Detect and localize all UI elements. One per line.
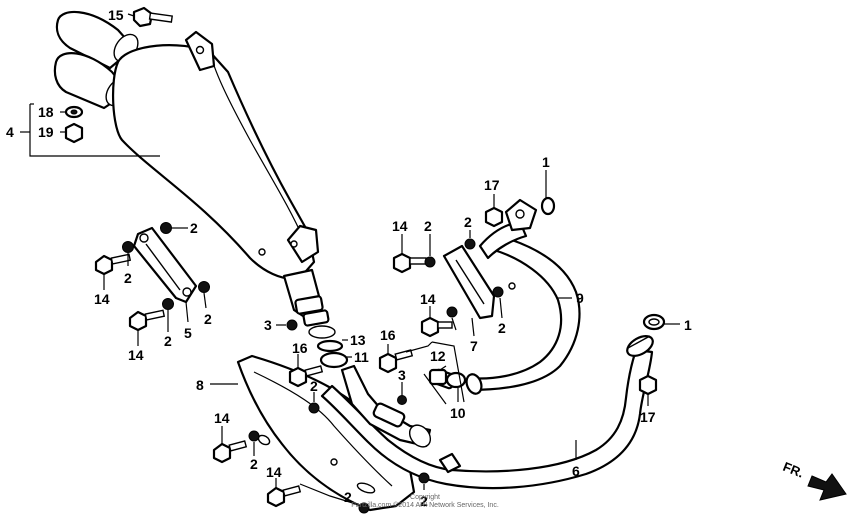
callout-14: 14 (266, 464, 282, 480)
washer-2-g[interactable] (358, 502, 370, 514)
callout-15: 15 (108, 7, 124, 23)
arrow-icon (807, 473, 847, 501)
callout-5: 5 (184, 325, 192, 341)
callout-14: 14 (94, 291, 110, 307)
washer-2-h[interactable] (418, 472, 430, 484)
callout-2: 2 (204, 311, 212, 327)
callout-17: 17 (640, 409, 656, 425)
callout-8: 8 (196, 377, 204, 393)
callout-14: 14 (128, 347, 144, 363)
callout-11: 11 (354, 349, 369, 365)
callout-18: 18 (38, 104, 54, 120)
callout-12: 12 (430, 348, 446, 364)
bolt-16-a[interactable] (288, 365, 324, 388)
leader-lines (20, 13, 680, 505)
callout-2: 2 (250, 456, 258, 472)
callout-2: 2 (310, 378, 318, 394)
front-label: FR. (781, 459, 806, 481)
gasket-13[interactable] (316, 339, 344, 353)
exhaust-pipe-rear[interactable] (431, 198, 581, 396)
callout-19: 19 (38, 124, 54, 140)
heat-shield[interactable] (236, 354, 416, 512)
gasket-1-b[interactable] (642, 313, 666, 331)
callout-16: 16 (380, 327, 396, 343)
copyright-line-1: Copyright (410, 494, 440, 501)
callout-9: 9 (576, 290, 584, 306)
nut-2-e[interactable] (308, 402, 320, 414)
callout-6: 6 (572, 463, 580, 479)
bolt-14-b[interactable] (128, 309, 166, 332)
callout-1: 1 (542, 154, 550, 170)
washer-2-l[interactable] (446, 306, 458, 318)
collar-12[interactable] (428, 368, 448, 386)
joint-collar-10[interactable] (445, 371, 467, 389)
pipe-bracket[interactable] (442, 244, 496, 320)
bolt-14-a[interactable] (94, 253, 132, 276)
callout-16: 16 (292, 340, 308, 356)
copyright-line-2: Partzilla.com ©2014 ARI Network Services… (351, 502, 499, 509)
bolt-15[interactable] (132, 6, 173, 28)
clip-3-b[interactable] (397, 395, 407, 405)
callout-14: 14 (420, 291, 436, 307)
bolt-16-b[interactable] (378, 349, 414, 374)
callout-2: 2 (164, 333, 172, 349)
copyright-notice: Copyright Partzilla.com ©2014 ARI Networ… (330, 494, 520, 510)
muffler[interactable] (53, 10, 336, 339)
washer-2-j[interactable] (464, 238, 476, 250)
washer-2-f[interactable] (248, 430, 260, 442)
callout-2: 2 (420, 493, 428, 509)
joint-collar-11[interactable] (319, 351, 349, 369)
callout-17: 17 (484, 177, 500, 193)
callout-2: 2 (344, 489, 352, 505)
washer-18[interactable] (64, 105, 84, 119)
callout-1: 1 (684, 317, 692, 333)
bolt-14-d[interactable] (266, 485, 302, 508)
callout-7: 7 (470, 338, 478, 354)
bolt-14-e[interactable] (392, 252, 427, 274)
callout-3: 3 (398, 367, 406, 383)
callout-2: 2 (190, 220, 198, 236)
joint-pipe[interactable] (340, 364, 435, 451)
nut-19[interactable] (64, 122, 84, 144)
gasket-1-a[interactable] (540, 196, 556, 216)
washer-2-d[interactable] (162, 298, 174, 310)
nut-17-a[interactable] (484, 206, 504, 228)
clip-3-a[interactable] (286, 319, 298, 331)
front-direction-arrow: FR. (781, 459, 847, 501)
washer-2-c[interactable] (198, 281, 210, 293)
callout-14: 14 (392, 218, 408, 234)
exhaust-pipe-front[interactable] (320, 332, 656, 490)
callout-10: 10 (450, 405, 466, 421)
callout-3: 3 (264, 317, 272, 333)
callout-14: 14 (214, 410, 230, 426)
muffler-stay[interactable] (132, 226, 198, 304)
bolt-14-f[interactable] (420, 316, 453, 338)
callout-4: 4 (6, 124, 14, 140)
bolt-14-c[interactable] (212, 440, 248, 464)
callout-2: 2 (464, 214, 472, 230)
washer-2-i[interactable] (424, 256, 436, 268)
washer-2-b[interactable] (122, 241, 134, 253)
nut-2-a[interactable] (160, 222, 172, 234)
nut-17-b[interactable] (638, 374, 658, 396)
washer-2-k[interactable] (492, 286, 504, 298)
callout-2: 2 (124, 270, 132, 286)
callout-2: 2 (424, 218, 432, 234)
callout-labels: 15 18 4 19 2 14 2 2 5 14 2 3 13 11 16 8 … (6, 7, 692, 509)
callout-13: 13 (350, 332, 366, 348)
callout-2: 2 (498, 320, 506, 336)
